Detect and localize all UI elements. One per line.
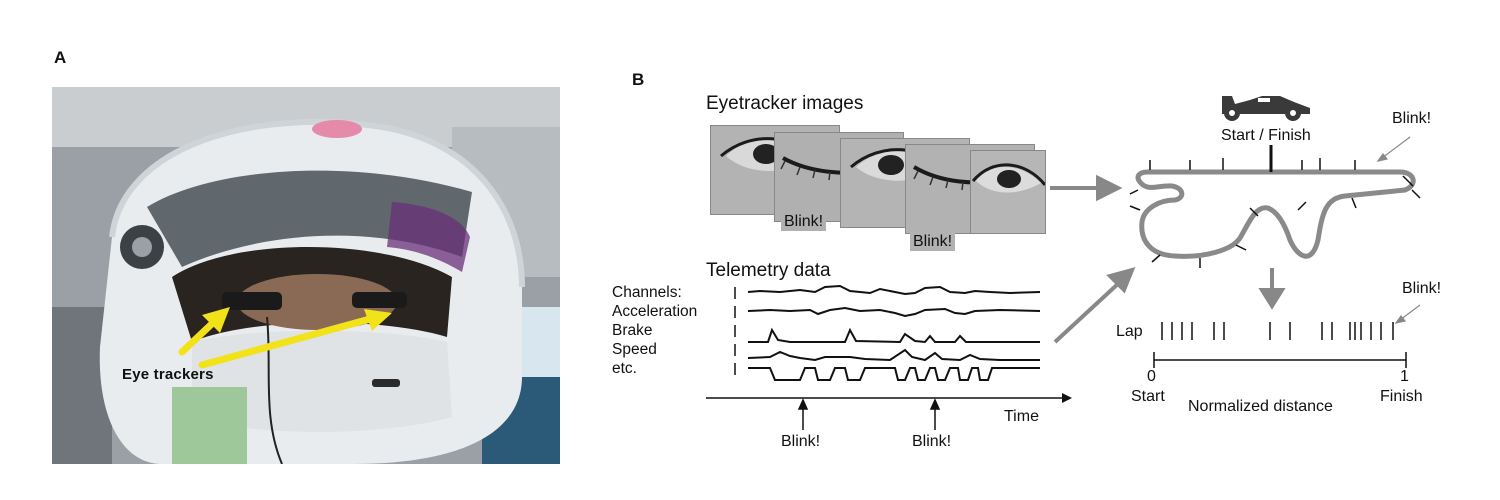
lap-label: Lap bbox=[1116, 323, 1143, 340]
axis-max-label: 1 bbox=[1400, 368, 1409, 385]
trace-etc bbox=[748, 367, 1040, 381]
telemetry-blink-label-1: Blink! bbox=[781, 433, 821, 450]
track-blink-pointer bbox=[1376, 136, 1411, 162]
telemetry-title: Telemetry data bbox=[706, 260, 831, 281]
telemetry-blink-arrows bbox=[797, 398, 941, 430]
channel-label-1: Acceleration bbox=[612, 303, 698, 320]
race-car-icon bbox=[1222, 96, 1310, 121]
lap-blink-label: Blink! bbox=[1402, 280, 1442, 297]
start-finish-label: Start / Finish bbox=[1221, 127, 1311, 144]
channel-label-2: Brake bbox=[612, 322, 653, 339]
channel-label-0: Channels: bbox=[612, 284, 682, 301]
axis-min-label: 0 bbox=[1147, 368, 1156, 385]
eye-trackers-caption: Eye trackers bbox=[122, 366, 214, 383]
telemetry-traces bbox=[747, 284, 1041, 381]
eyetracker-images-title: Eyetracker images bbox=[706, 93, 864, 114]
helmet-photo: Eye trackers bbox=[52, 87, 560, 464]
trace-speed bbox=[747, 348, 1040, 362]
track-blink-label: Blink! bbox=[1392, 110, 1432, 127]
lap-blink-pointer bbox=[1394, 304, 1421, 324]
channel-label-4: etc. bbox=[612, 360, 637, 377]
eye-image-5 bbox=[970, 150, 1046, 234]
time-axis-arrowhead bbox=[1062, 393, 1072, 403]
eye-blink-label-2: Blink! bbox=[910, 233, 956, 251]
race-track bbox=[1135, 169, 1416, 259]
normalized-distance-axis bbox=[1153, 352, 1407, 368]
channel-label-3: Speed bbox=[612, 341, 657, 358]
track-ticks bbox=[1129, 158, 1421, 268]
flow-arrows bbox=[1050, 174, 1286, 344]
telemetry-blink-label-2: Blink! bbox=[912, 433, 952, 450]
lap-ticks bbox=[1161, 322, 1394, 340]
trace-channels bbox=[747, 284, 1041, 296]
trace-acceleration bbox=[747, 306, 1041, 318]
trace-brake bbox=[748, 327, 1040, 344]
panel-a-label: A bbox=[54, 48, 67, 67]
axis-finish-label: Finish bbox=[1380, 388, 1423, 405]
time-axis-label: Time bbox=[1004, 408, 1039, 425]
panel-b-label: B bbox=[632, 70, 645, 89]
axis-title: Normalized distance bbox=[1188, 398, 1333, 415]
axis-start-label: Start bbox=[1131, 388, 1165, 405]
eye-blink-label-1: Blink! bbox=[781, 213, 827, 231]
